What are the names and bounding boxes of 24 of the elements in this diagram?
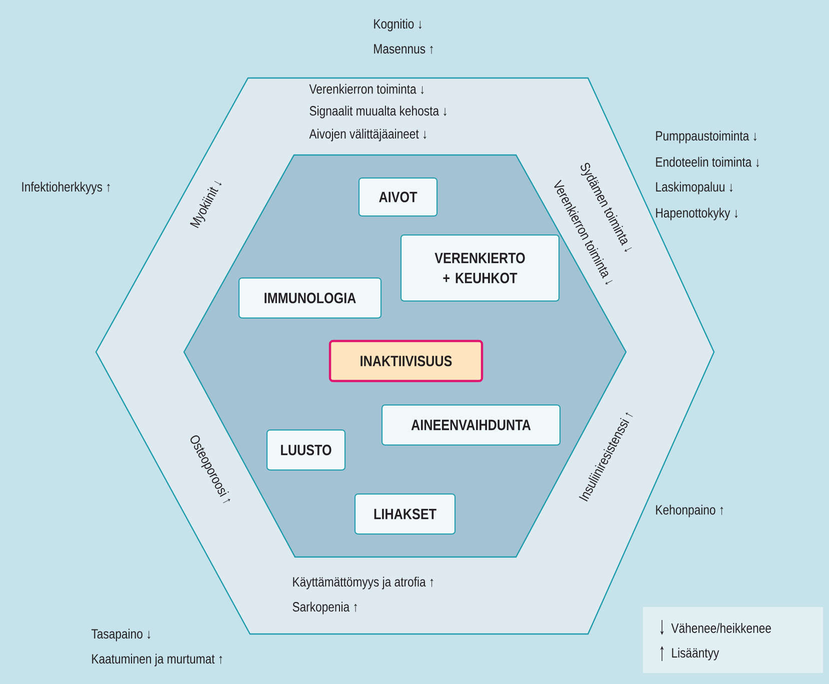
category-box: IMMUNOLOGIA bbox=[238, 278, 382, 318]
category-box: AIVOT bbox=[358, 178, 438, 216]
category-box: LIHAKSET bbox=[354, 494, 456, 534]
effect-label: Kognitio ↓ bbox=[374, 18, 422, 32]
effect-label: Infektioherkkyys ↑ bbox=[22, 182, 110, 194]
effect-label: Hapenottokyky ↓ bbox=[656, 208, 738, 220]
effect-label: Masennus ↑ bbox=[374, 44, 433, 54]
effect-label: Kehonpaino ↑ bbox=[656, 504, 724, 518]
category-box: AINEENVAIHDUNTA bbox=[382, 404, 560, 446]
band-text: Aivojen välittäjäaineet ↓ bbox=[309, 128, 426, 142]
band-text: Verenkierron toiminta ↓ bbox=[309, 84, 424, 94]
legend-text: Vähenee/heikkenee bbox=[671, 623, 771, 633]
effect-label: Pumppaustoiminta ↓ bbox=[656, 130, 756, 144]
legend-text: Lisääntyy bbox=[672, 648, 720, 660]
highlighted-box: INAKTIIVISUUS bbox=[328, 340, 484, 382]
effect-label: Kaatuminen ja murtumat ↑ bbox=[92, 654, 222, 666]
band-text: Sarkopenia ↑ bbox=[292, 602, 357, 614]
band-text: Signaalit muualta kehosta ↓ bbox=[310, 106, 446, 118]
category-box: LUUSTO bbox=[266, 430, 346, 470]
category-box: VERENKIERTO + KEUHKOT bbox=[400, 234, 560, 302]
effect-label: Tasapaino ↓ bbox=[91, 628, 150, 642]
band-text: Käyttämättömyys ja atrofia ↑ bbox=[293, 576, 434, 590]
effect-label: Laskimopaluu ↓ bbox=[656, 182, 732, 194]
effect-label: Endoteelin toiminta ↓ bbox=[656, 156, 759, 168]
